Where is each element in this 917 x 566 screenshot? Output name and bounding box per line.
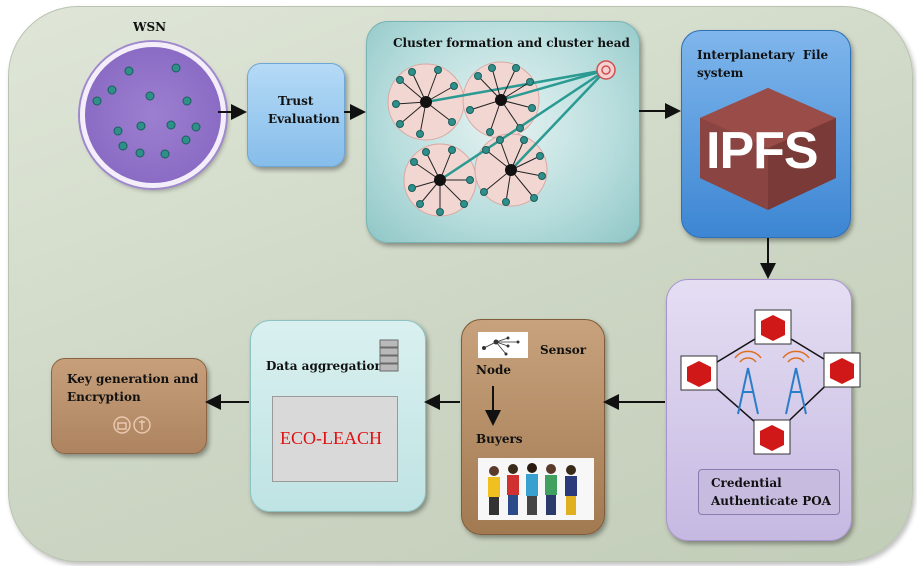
data-aggregation-title: Data aggregation [266, 359, 384, 373]
cluster-title: Cluster formation and cluster head [393, 36, 630, 50]
wsn-label: WSN [133, 20, 167, 34]
trust-label-line1: Trust [278, 94, 314, 108]
ipfs-title-line2: system [697, 66, 744, 80]
poa-label-box [698, 469, 840, 515]
wsn-circle [80, 42, 226, 188]
ipfs-logo-text: IPFS [706, 122, 819, 180]
keygen-label-line2: Encryption [67, 390, 141, 404]
sensor-label: Sensor [540, 343, 587, 357]
trust-evaluation-box [247, 63, 345, 167]
node-label: Node [476, 363, 511, 377]
poa-label-line2: Authenticate POA [711, 494, 831, 508]
key-generation-box [51, 358, 207, 454]
eco-leach-label: ECO-LEACH [280, 428, 382, 448]
ipfs-title-line1: Interplanetary File [697, 48, 829, 62]
eco-leach-box [272, 396, 398, 482]
trust-label-line2: Evaluation [268, 112, 340, 126]
keygen-label-line1: Key generation and [67, 372, 199, 386]
poa-label-line1: Credential [711, 476, 782, 490]
buyers-label: Buyers [476, 432, 523, 446]
